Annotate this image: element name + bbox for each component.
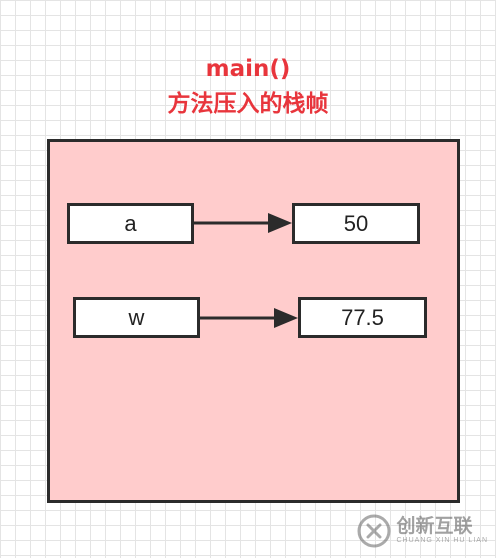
brand-logo-icon	[357, 514, 391, 548]
variable-box-w: w	[73, 297, 200, 338]
watermark-brand-en: CHUANG XIN HU LIAN	[396, 537, 488, 544]
stack-frame-caption: 方法压入的栈帧	[167, 91, 329, 117]
value-box-w: 77.5	[298, 297, 427, 338]
watermark: 创新互联 CHUANG XIN HU LIAN	[357, 514, 488, 548]
watermark-brand-cn: 创新互联	[396, 515, 473, 537]
method-title: main()	[205, 56, 291, 82]
variable-box-a: a	[67, 203, 194, 244]
value-box-a: 50	[292, 203, 420, 244]
